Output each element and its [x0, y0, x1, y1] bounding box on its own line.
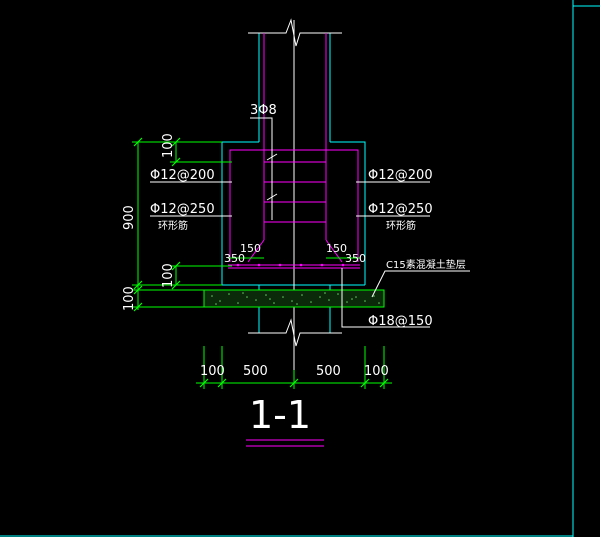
- label-left-ring-rebar: Φ12@250: [150, 202, 215, 217]
- dimension-lines: [132, 141, 392, 389]
- dim-v-total-900: 900: [122, 205, 137, 230]
- label-dim-350-right: 350: [345, 252, 366, 265]
- label-right-ring-note: 环形筋: [386, 219, 416, 232]
- label-left-top-rebar: Φ12@200: [150, 168, 215, 183]
- title-underline: [246, 439, 324, 447]
- label-left-ring-note: 环形筋: [158, 219, 188, 232]
- rebar-dots: [236, 263, 345, 267]
- label-dim-150-right: 150: [326, 242, 347, 255]
- dim-h-2: 500: [316, 364, 341, 379]
- label-bottom-rebar: Φ18@150: [368, 314, 433, 329]
- label-right-ring-rebar: Φ12@250: [368, 202, 433, 217]
- dim-v-top-100: 100: [161, 133, 176, 158]
- dim-h-0: 100: [200, 364, 225, 379]
- section-title: 1-1: [249, 393, 311, 437]
- dim-v-bottom-100b: 100: [122, 286, 137, 311]
- label-3phi8: 3Φ8: [250, 103, 277, 118]
- leader-lines: [150, 117, 470, 328]
- label-cushion: C15素混凝土垫层: [386, 258, 466, 271]
- dimension-ticks: [133, 137, 389, 388]
- label-dim-350-left: 350: [224, 252, 245, 265]
- dim-h-1: 500: [243, 364, 268, 379]
- dim-v-bottom-100a: 100: [161, 263, 176, 288]
- cushion-layer: [203, 289, 385, 308]
- label-dim-150-left: 150: [240, 242, 261, 255]
- dim-h-3: 100: [364, 364, 389, 379]
- label-right-top-rebar: Φ12@200: [368, 168, 433, 183]
